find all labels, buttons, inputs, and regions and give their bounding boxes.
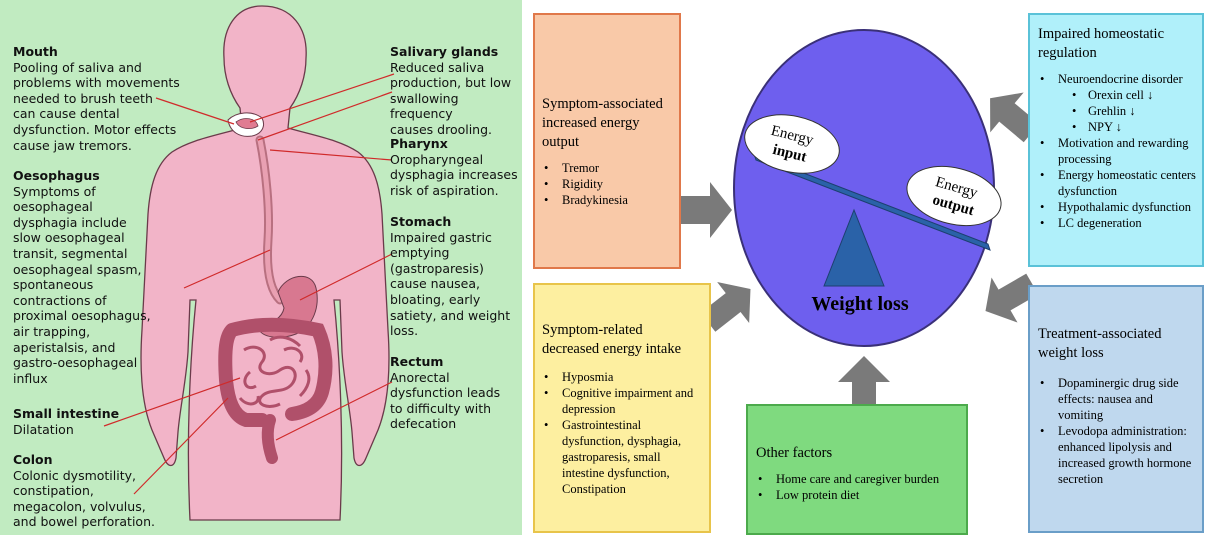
list-item: LC degeneration [1038, 215, 1196, 231]
box-increased-energy-output-title: Symptom-associated increased energy outp… [542, 95, 673, 152]
box-treatment-associated-weight-loss: Treatment-associated weight loss Dopamin… [1028, 285, 1204, 533]
list-item: Bradykinesia [542, 192, 673, 208]
label-mouth-title: Mouth [13, 44, 180, 60]
arrow-from-other-box [838, 356, 890, 404]
box-impaired-homeostatic-regulation-title: Impaired homeostatic regulation [1038, 25, 1196, 63]
list-item: Neuroendocrine disorder [1038, 71, 1196, 87]
label-small-intestine-title: Small intestine [13, 406, 119, 422]
box-decreased-energy-intake-list: Hyposmia Cognitive impairment and depres… [542, 369, 701, 497]
box-increased-energy-output-list: Tremor Rigidity Bradykinesia [542, 160, 673, 208]
list-item: Low protein diet [756, 487, 960, 503]
list-item: Levodopa administration: enhanced lipoly… [1038, 423, 1194, 487]
weight-loss-label: Weight loss [811, 293, 908, 315]
box-other-factors: Other factors Home care and caregiver bu… [746, 404, 968, 535]
label-pharynx-title: Pharynx [390, 136, 518, 152]
list-item: Gastrointestinal dysfunction, dysphagia,… [542, 417, 701, 497]
box-other-factors-title: Other factors [756, 444, 960, 463]
list-item: Energy homeostatic centers dysfunction [1038, 167, 1196, 199]
box-impaired-homeostatic-regulation-list: Neuroendocrine disorder Orexin cell ↓ Gr… [1038, 71, 1196, 231]
anatomy-panel: Mouth Pooling of saliva and problems wit… [0, 0, 522, 535]
box-decreased-energy-intake-title: Symptom-related decreased energy intake [542, 321, 701, 359]
box-impaired-homeostatic-regulation: Impaired homeostatic regulation Neuroend… [1028, 13, 1204, 267]
label-oesophagus: Oesophagus Symptoms of oesophageal dysph… [13, 168, 151, 386]
label-stomach-title: Stomach [390, 214, 510, 230]
list-item: Motivation and rewarding processing [1038, 135, 1196, 167]
weight-loss-diagram: Energy input Energy output Weight loss S… [530, 0, 1206, 535]
list-item: Rigidity [542, 176, 673, 192]
label-pharynx: Pharynx Oropharyngeal dysphagia increase… [390, 136, 518, 198]
label-mouth: Mouth Pooling of saliva and problems wit… [13, 44, 180, 153]
label-salivary-glands-title: Salivary glands [390, 44, 522, 60]
label-colon-title: Colon [13, 452, 155, 468]
label-rectum-title: Rectum [390, 354, 500, 370]
label-rectum: Rectum Anorectal dysfunction leads to di… [390, 354, 500, 432]
label-salivary-glands: Salivary glands Reduced saliva productio… [390, 44, 522, 138]
label-stomach: Stomach Impaired gastric emptying (gastr… [390, 214, 510, 339]
list-item: Dopaminergic drug side effects: nausea a… [1038, 375, 1194, 423]
box-treatment-associated-weight-loss-title: Treatment-associated weight loss [1038, 325, 1194, 363]
list-item: Grehlin ↓ [1038, 103, 1196, 119]
list-item: Hypothalamic dysfunction [1038, 199, 1196, 215]
list-item: NPY ↓ [1038, 119, 1196, 135]
arrow-from-output-box [680, 182, 732, 238]
list-item: Orexin cell ↓ [1038, 87, 1196, 103]
list-item: Cognitive impairment and depression [542, 385, 701, 417]
list-item: Home care and caregiver burden [756, 471, 960, 487]
rectum-illustration [268, 420, 272, 458]
list-item: Hyposmia [542, 369, 701, 385]
box-other-factors-list: Home care and caregiver burden Low prote… [756, 471, 960, 503]
list-item: Tremor [542, 160, 673, 176]
label-oesophagus-title: Oesophagus [13, 168, 151, 184]
box-decreased-energy-intake: Symptom-related decreased energy intake … [533, 283, 711, 533]
box-increased-energy-output: Symptom-associated increased energy outp… [533, 13, 681, 269]
label-small-intestine: Small intestine Dilatation [13, 406, 119, 437]
box-treatment-associated-weight-loss-list: Dopaminergic drug side effects: nausea a… [1038, 375, 1194, 487]
label-colon: Colon Colonic dysmotility, constipation,… [13, 452, 155, 530]
